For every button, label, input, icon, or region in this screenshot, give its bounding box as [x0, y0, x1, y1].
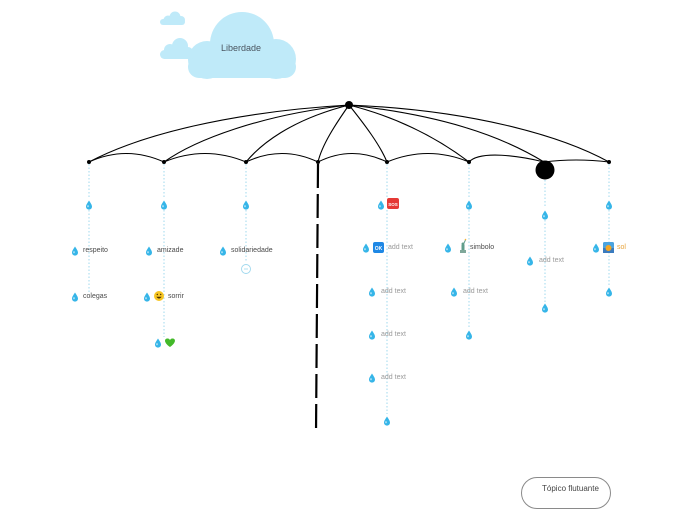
water-drop-icons	[72, 200, 612, 426]
main-topic-cloud[interactable]	[188, 12, 296, 79]
add-text-placeholder[interactable]: add text	[539, 257, 564, 264]
floating-topic[interactable]: Tópico flutuante	[521, 477, 611, 509]
green-heart-icon	[165, 338, 175, 347]
label-respeito[interactable]: respeito	[83, 247, 108, 254]
main-topic-title[interactable]: Liberdade	[220, 43, 262, 53]
sos-icon: SOS	[387, 198, 399, 209]
cloud-icon-small	[160, 11, 185, 25]
label-simbolo[interactable]: simbolo	[470, 244, 495, 251]
add-text-placeholder[interactable]: add text	[381, 288, 406, 295]
add-text-placeholder[interactable]: add text	[388, 244, 413, 251]
add-text-placeholder[interactable]: add text	[381, 374, 406, 381]
umbrella-top-knob	[345, 101, 353, 109]
smiling-face-icon	[154, 291, 164, 301]
umbrella-canopy	[88, 104, 610, 163]
umbrella-black-node[interactable]	[535, 160, 555, 180]
add-text-placeholder[interactable]: add text	[463, 288, 488, 295]
add-text-placeholder[interactable]: add text	[381, 331, 406, 338]
branch-connectors	[88, 164, 610, 414]
ok-icon: OK	[373, 242, 384, 253]
statue-of-liberty-icon	[460, 238, 467, 253]
svg-text:SOS: SOS	[388, 202, 398, 207]
label-sol[interactable]: sol	[617, 244, 626, 251]
umbrella-shaft	[314, 163, 320, 435]
label-amizade[interactable]: amizade	[157, 247, 184, 254]
label-sorrir[interactable]: sorrir	[168, 293, 184, 300]
label-solidariedade[interactable]: solidariedade	[231, 247, 273, 254]
collapsed-node-circle[interactable]	[241, 264, 251, 274]
svg-text:OK: OK	[375, 246, 383, 252]
sunrise-icon	[603, 242, 614, 253]
umbrella-rib-tips	[87, 160, 611, 164]
label-colegas[interactable]: colegas	[83, 293, 108, 300]
